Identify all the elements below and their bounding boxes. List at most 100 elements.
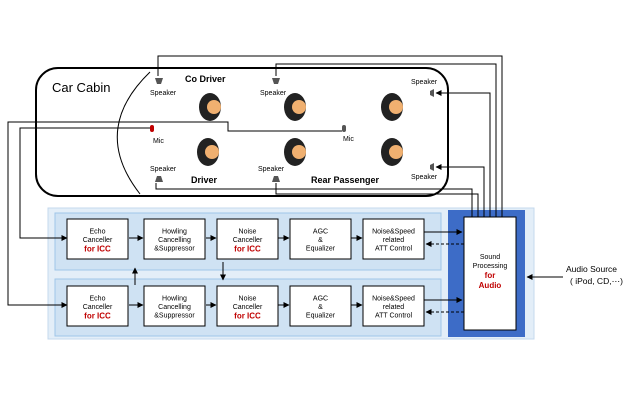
label-rear-passenger: Rear Passenger <box>311 175 380 185</box>
speaker-label: Speaker <box>150 90 177 97</box>
block-text: Canceller <box>233 304 263 311</box>
block-text: ATT Control <box>375 245 413 252</box>
wire-mic-rear-chain2 <box>7 121 342 308</box>
seat-rear-left-bottom <box>284 138 306 166</box>
block-text: Noise <box>239 228 257 235</box>
wire-sp-speaker-co-driver <box>155 183 473 217</box>
block-red-text: for ICC <box>234 244 261 253</box>
speaker-icon <box>430 163 434 171</box>
mic-front: Mic <box>150 125 164 145</box>
wire-sp-speaker-right-top <box>435 90 491 217</box>
block-box <box>216 218 279 260</box>
block-box <box>143 285 206 327</box>
block-red-text: for ICC <box>234 311 261 320</box>
speaker-label: Speaker <box>411 79 438 86</box>
speaker-label: Speaker <box>150 166 177 173</box>
windshield-curve <box>116 71 151 195</box>
block-text: Canceller <box>83 237 113 244</box>
block-box <box>66 218 129 260</box>
wire-sp-speaker-rear-bottom <box>275 183 479 217</box>
seat-rear-right-top <box>381 93 403 121</box>
label-driver: Driver <box>191 175 218 185</box>
label-co-driver: Co Driver <box>185 74 226 84</box>
speaker-co-driver: Speaker <box>150 78 177 97</box>
mic-label: Mic <box>343 136 354 143</box>
block-text: Cancelling <box>158 237 191 244</box>
block-text: Cancelling <box>158 304 191 311</box>
seat-co-driver <box>199 93 221 121</box>
mic-rear: Mic <box>342 125 354 143</box>
block-text: Noise&Speed <box>372 228 415 235</box>
agc-equalizer-block: AGC &Equalizer <box>289 218 352 260</box>
block-text: Echo <box>90 228 106 235</box>
agc-equalizer-block: AGC &Equalizer <box>289 285 352 327</box>
block-text: &Suppressor <box>154 245 195 252</box>
wire-sp-speaker-right-bottom <box>435 164 485 217</box>
block-text: Echo <box>90 295 106 302</box>
wire-mic-front-chain1 <box>19 127 150 241</box>
block-box <box>289 218 352 260</box>
block-text: Canceller <box>83 304 113 311</box>
speaker-rear-bottom: Speaker <box>258 166 285 182</box>
speaker-icon <box>155 176 163 182</box>
block-box <box>289 285 352 327</box>
block-box <box>66 285 129 327</box>
block-red-text: for ICC <box>84 244 111 253</box>
cabin-title: Car Cabin <box>52 80 111 95</box>
seat-driver <box>197 138 219 166</box>
audio-source-line-1: Audio Source <box>566 264 617 274</box>
block-text: Noise&Speed <box>372 295 415 302</box>
block-text: related <box>383 304 405 311</box>
speaker-rear-top: Speaker <box>260 78 287 97</box>
block-text: Canceller <box>233 237 263 244</box>
speaker-driver: Speaker <box>150 166 177 182</box>
sp-red-1: for <box>485 271 496 280</box>
sp-red-2: Audio <box>479 281 502 290</box>
wire-sp-speaker-rear-top <box>275 63 497 217</box>
block-box <box>362 285 425 327</box>
mic-icon <box>342 125 346 132</box>
sound-processing-box <box>463 216 517 331</box>
speaker-right-bottom: Speaker <box>411 163 438 181</box>
block-red-text: for ICC <box>84 311 111 320</box>
block-text: AGC <box>313 295 328 302</box>
speaker-icon <box>430 89 434 97</box>
sp-line-2: Processing <box>473 263 508 270</box>
seat-rear-right-bottom <box>381 138 403 166</box>
block-text: Equalizer <box>306 312 336 319</box>
speaker-label: Speaker <box>258 166 285 173</box>
block-text: ATT Control <box>375 312 413 319</box>
mic-icon <box>150 125 154 132</box>
wiring <box>7 55 503 315</box>
block-text: &Suppressor <box>154 312 195 319</box>
audio-source-line-2: ( iPod, CD,⋯) <box>570 276 623 286</box>
sp-line-1: Sound <box>480 254 500 261</box>
speaker-icon <box>272 176 280 182</box>
cabin-outline <box>35 67 449 197</box>
block-text: related <box>383 237 405 244</box>
block-text: Equalizer <box>306 245 336 252</box>
block-text: AGC <box>313 228 328 235</box>
mic-label: Mic <box>153 138 164 145</box>
block-box <box>143 218 206 260</box>
speaker-icon <box>155 78 163 84</box>
wire-sp-speaker-co-top <box>157 55 503 217</box>
block-box <box>362 218 425 260</box>
block-text: Howling <box>162 228 187 235</box>
block-text: & <box>318 304 323 311</box>
block-text: & <box>318 237 323 244</box>
speaker-right-top: Speaker <box>411 79 438 97</box>
speaker-label: Speaker <box>411 174 438 181</box>
block-text: Howling <box>162 295 187 302</box>
block-text: Noise <box>239 295 257 302</box>
block-box <box>216 285 279 327</box>
